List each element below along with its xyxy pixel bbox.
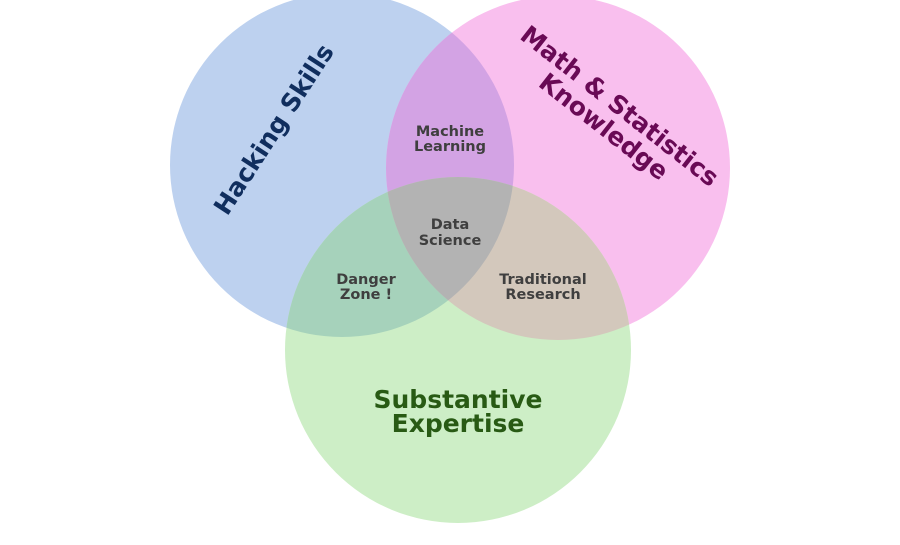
danger-zone-label-line2: Zone !	[340, 287, 392, 303]
data-science-label-line1: Data	[431, 217, 470, 233]
substantive-expertise-label-line2: Expertise	[392, 409, 525, 438]
substantive-expertise-label-line1: Substantive	[374, 385, 543, 414]
traditional-research-label-line1: Traditional	[499, 272, 587, 288]
machine-learning-label-line2: Learning	[414, 139, 486, 155]
machine-learning-label-line1: Machine	[416, 124, 484, 140]
traditional-research-label-line2: Research	[505, 287, 580, 303]
traditional-research-region	[386, 177, 631, 340]
data-science-label-line2: Science	[419, 233, 482, 249]
danger-zone-region	[285, 177, 514, 337]
danger-zone-label-line1: Danger	[336, 272, 396, 288]
